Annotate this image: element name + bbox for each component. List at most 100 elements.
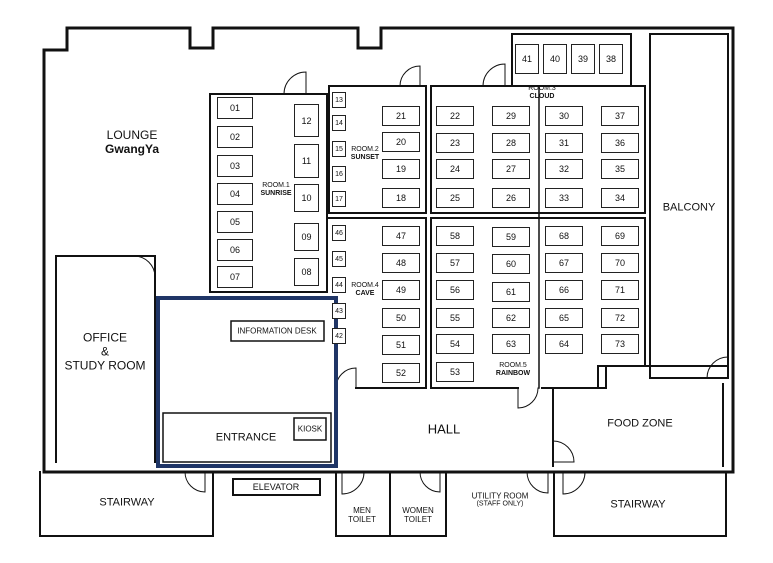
seat-19[interactable]: 19 — [382, 159, 420, 179]
stairway-right-label: STAIRWAY — [610, 498, 666, 511]
entrance-wall — [162, 412, 332, 463]
seat-54[interactable]: 54 — [436, 334, 474, 354]
seat-73[interactable]: 73 — [601, 334, 639, 354]
entrance-label: ENTRANCE — [215, 431, 277, 444]
outer-wall — [42, 26, 735, 474]
seat-58[interactable]: 58 — [436, 226, 474, 246]
elevator-label[interactable]: ELEVATOR — [252, 481, 300, 492]
seat-11[interactable]: 11 — [294, 144, 319, 178]
seat-45[interactable]: 45 — [332, 251, 346, 267]
seat-46[interactable]: 46 — [332, 225, 346, 241]
seat-68[interactable]: 68 — [545, 226, 583, 246]
room1-wall — [209, 93, 328, 293]
seat-08[interactable]: 08 — [294, 258, 319, 286]
balcony-door — [706, 356, 729, 379]
seat-37[interactable]: 37 — [601, 106, 639, 126]
seat-15[interactable]: 15 — [332, 141, 346, 157]
seat-17[interactable]: 17 — [332, 191, 346, 207]
seat-71[interactable]: 71 — [601, 280, 639, 300]
seat-66[interactable]: 66 — [545, 280, 583, 300]
seat-62[interactable]: 62 — [492, 308, 530, 328]
seat-60[interactable]: 60 — [492, 254, 530, 274]
seat-57[interactable]: 57 — [436, 253, 474, 273]
seat-05[interactable]: 05 — [217, 211, 253, 233]
seat-12[interactable]: 12 — [294, 104, 319, 137]
seat-09[interactable]: 09 — [294, 223, 319, 251]
seat-26[interactable]: 26 — [492, 188, 530, 208]
office-door — [133, 255, 156, 278]
seat-10[interactable]: 10 — [294, 184, 319, 212]
seat-02[interactable]: 02 — [217, 126, 253, 148]
seat-31[interactable]: 31 — [545, 133, 583, 153]
seat-22[interactable]: 22 — [436, 106, 474, 126]
seat-13[interactable]: 13 — [332, 92, 346, 108]
seat-69[interactable]: 69 — [601, 226, 639, 246]
seat-44[interactable]: 44 — [332, 277, 346, 293]
stairway-right-wall — [553, 471, 727, 537]
seat-28[interactable]: 28 — [492, 133, 530, 153]
seat-67[interactable]: 67 — [545, 253, 583, 273]
balcony-wall — [649, 33, 729, 379]
seat-14[interactable]: 14 — [332, 115, 346, 131]
seat-42[interactable]: 42 — [332, 328, 346, 344]
seat-55[interactable]: 55 — [436, 308, 474, 328]
seat-30[interactable]: 30 — [545, 106, 583, 126]
seat-04[interactable]: 04 — [217, 183, 253, 205]
seat-49[interactable]: 49 — [382, 280, 420, 300]
room4-door — [335, 367, 357, 389]
office-label: OFFICE & STUDY ROOM — [64, 330, 146, 372]
seat-59[interactable]: 59 — [492, 227, 530, 247]
seat-35[interactable]: 35 — [601, 159, 639, 179]
seat-72[interactable]: 72 — [601, 308, 639, 328]
seat-18[interactable]: 18 — [382, 188, 420, 208]
seat-20[interactable]: 20 — [382, 132, 420, 152]
room2-wall — [328, 85, 427, 214]
seat-50[interactable]: 50 — [382, 308, 420, 328]
seat-03[interactable]: 03 — [217, 155, 253, 177]
seat-01[interactable]: 01 — [217, 97, 253, 119]
seat-56[interactable]: 56 — [436, 280, 474, 300]
hall-label: HALL — [427, 421, 461, 437]
seat-24[interactable]: 24 — [436, 159, 474, 179]
elevator-box — [232, 478, 321, 496]
seat-34[interactable]: 34 — [601, 188, 639, 208]
seat-32[interactable]: 32 — [545, 159, 583, 179]
kiosk-label[interactable]: KIOSK — [297, 424, 323, 434]
seat-06[interactable]: 06 — [217, 239, 253, 261]
seat-40[interactable]: 40 — [543, 44, 567, 74]
info-desk-box — [230, 320, 325, 342]
seat-65[interactable]: 65 — [545, 308, 583, 328]
seat-36[interactable]: 36 — [601, 133, 639, 153]
seat-25[interactable]: 25 — [436, 188, 474, 208]
seat-47[interactable]: 47 — [382, 226, 420, 246]
seat-16[interactable]: 16 — [332, 166, 346, 182]
seat-23[interactable]: 23 — [436, 133, 474, 153]
seat-41[interactable]: 41 — [515, 44, 539, 74]
seat-27[interactable]: 27 — [492, 159, 530, 179]
seat-21[interactable]: 21 — [382, 106, 420, 126]
seat-39[interactable]: 39 — [571, 44, 595, 74]
seat-07[interactable]: 07 — [217, 266, 253, 288]
seat-48[interactable]: 48 — [382, 253, 420, 273]
lounge-label: LOUNGE GwangYa — [104, 128, 160, 156]
seat-53[interactable]: 53 — [436, 362, 474, 382]
seat-61[interactable]: 61 — [492, 282, 530, 302]
seat-29[interactable]: 29 — [492, 106, 530, 126]
seat-33[interactable]: 33 — [545, 188, 583, 208]
seat-64[interactable]: 64 — [545, 334, 583, 354]
seat-63[interactable]: 63 — [492, 334, 530, 354]
seat-52[interactable]: 52 — [382, 363, 420, 383]
office-wall — [55, 255, 156, 463]
seat-38[interactable]: 38 — [599, 44, 623, 74]
info-desk-label[interactable]: INFORMATION DESK — [237, 326, 317, 336]
seat-70[interactable]: 70 — [601, 253, 639, 273]
seat-43[interactable]: 43 — [332, 303, 346, 319]
seat-51[interactable]: 51 — [382, 335, 420, 355]
